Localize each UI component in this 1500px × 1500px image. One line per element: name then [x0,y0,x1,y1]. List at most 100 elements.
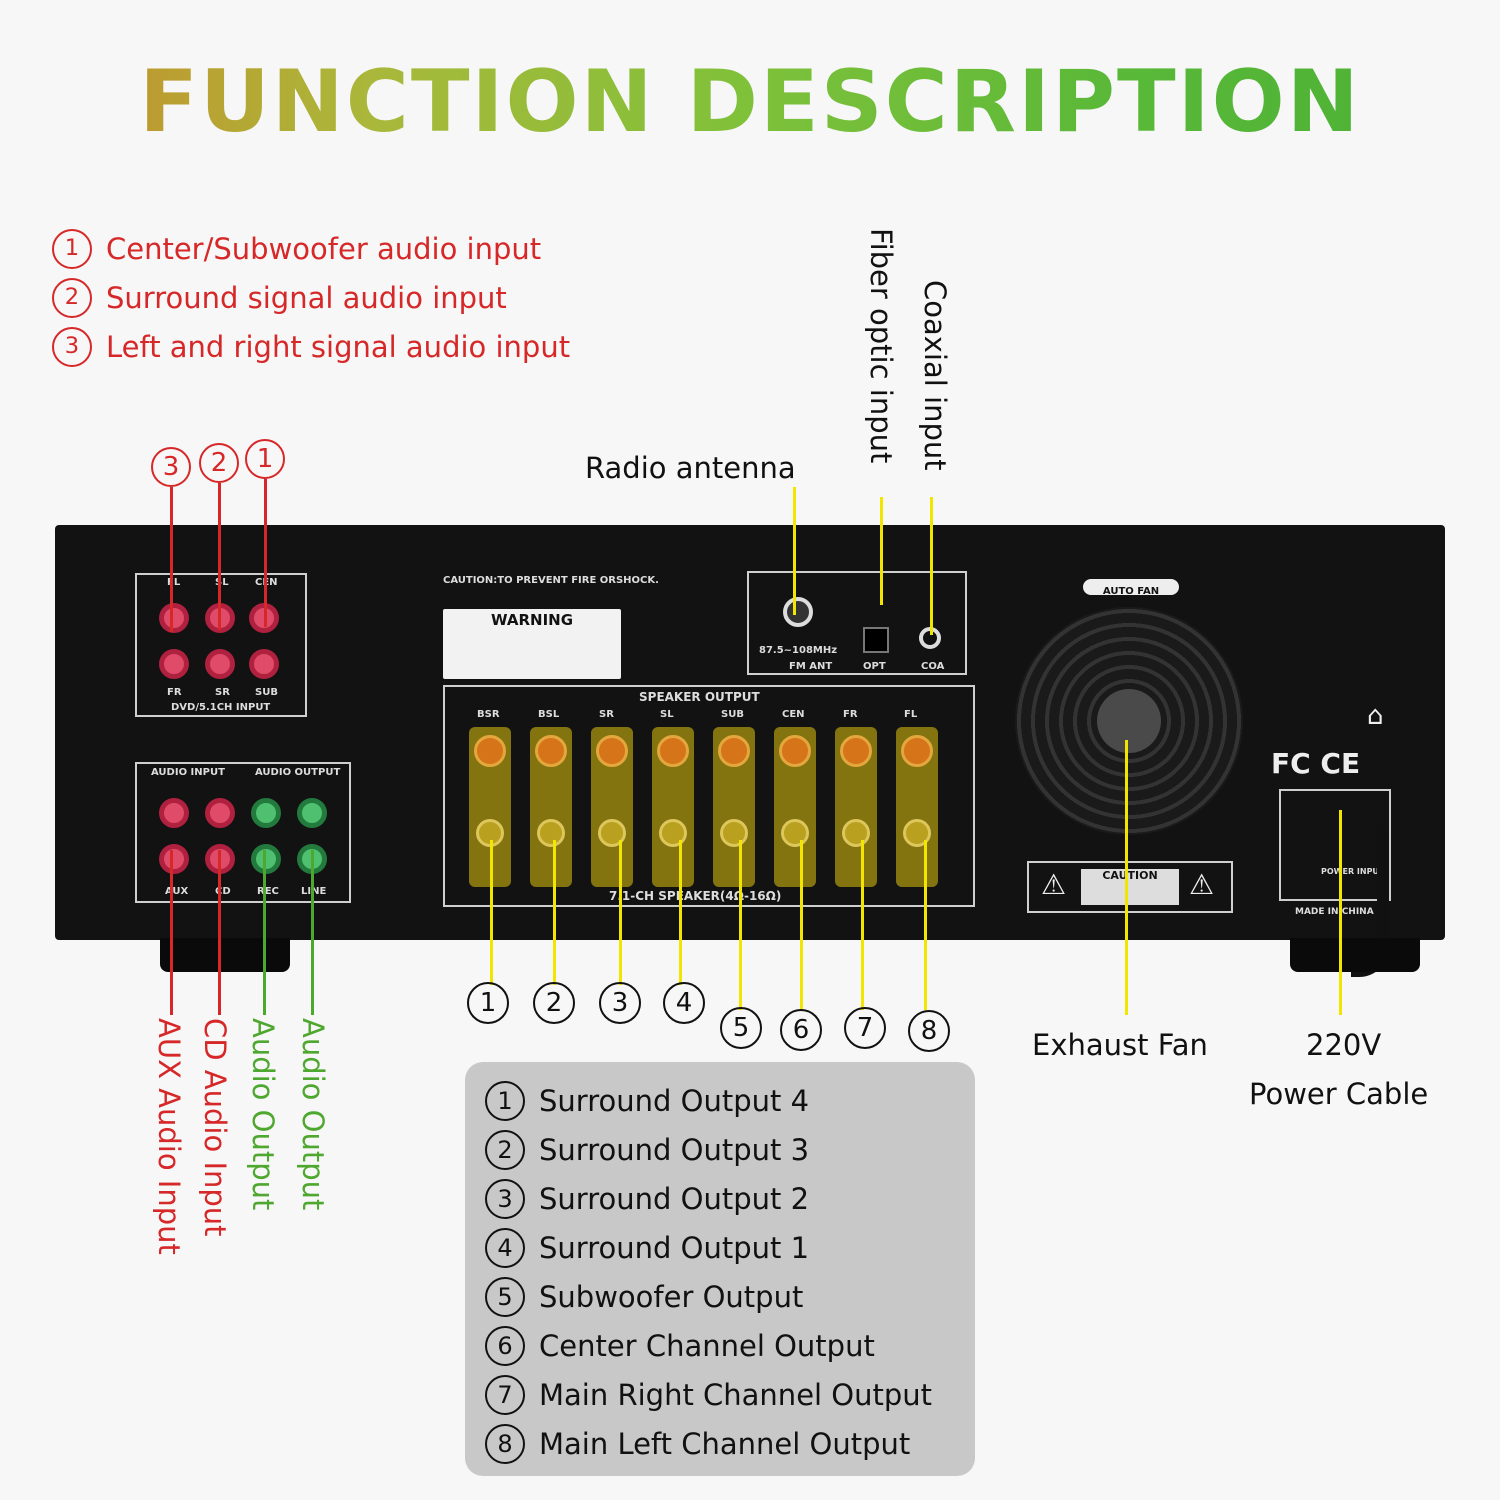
leader-line [880,497,883,605]
speaker-channel-label: CEN [782,709,805,720]
speaker-terminal-sr[interactable] [591,727,633,887]
number-badge: 2 [52,277,92,318]
audio-output-rec-label: Audio Output [246,1018,280,1211]
output-legend-label: Surround Output 2 [539,1181,810,1216]
speaker-spec-label: 7.1-CH SPEAKER(4Ω-16Ω) [609,889,782,903]
rca-jack-line-l[interactable] [297,798,327,828]
fan-hub [1097,689,1161,753]
cd-label: CD [215,886,231,897]
caution-label-text: CAUTION [1102,869,1158,882]
number-badge: 6 [485,1325,525,1366]
leader-line [490,840,493,985]
aux-label: AUX [165,886,189,897]
amplifier-rear-panel: FL SL CEN FR SR SUB DVD/5.1CH INPUT AUDI… [55,525,1445,977]
leader-line [619,840,622,985]
ch-sl-label: SL [215,577,229,588]
speaker-terminal-bsr[interactable] [469,727,511,887]
caution-text: CAUTION:TO PREVENT FIRE ORSHOCK. [443,575,659,586]
dvd-input-box: FL SL CEN FR SR SUB DVD/5.1CH INPUT [135,573,307,717]
number-badge: 4 [485,1227,525,1268]
number-badge: 3 [52,326,92,367]
leader-line [930,497,933,635]
number-badge: 8 [485,1423,525,1464]
number-badge: 2 [485,1129,525,1170]
auto-fan-text: AUTO FAN [1102,586,1160,597]
input-legend-item: 3 Left and right signal audio input [52,322,570,371]
input-legend-label: Left and right signal audio input [106,329,571,364]
speaker-terminal-sl[interactable] [652,727,694,887]
leader-line [264,479,267,627]
speaker-output-label: SPEAKER OUTPUT [639,690,760,704]
hazard-icon-right: ⚠ [1189,868,1215,901]
leader-line [553,840,556,985]
output-legend-label: Main Left Channel Output [539,1426,911,1461]
cd-input-label: CD Audio Input [198,1018,232,1237]
input-legend: 1 Center/Subwoofer audio input 2 Surroun… [52,224,570,371]
rca-jack-aux-r[interactable] [159,844,189,874]
radio-antenna-label: Radio antenna [585,451,796,485]
speaker-marker-5: 5 [720,1007,762,1049]
aux-input-label: AUX Audio Input [152,1018,186,1255]
ch-fr-label: FR [167,687,182,698]
rca-jack-sr[interactable] [205,649,235,679]
speaker-marker-1: 1 [467,982,509,1024]
leader-line [800,840,803,1010]
output-legend-label: Main Right Channel Output [539,1377,933,1412]
hazard-icon-left: ⚠ [1041,868,1067,901]
exhaust-fan-label: Exhaust Fan [1032,1028,1208,1062]
speaker-marker-6: 6 [780,1009,822,1051]
made-in-label: MADE IN CHINA [1295,907,1374,917]
leader-line [170,487,173,632]
fm-antenna-jack[interactable] [783,597,813,627]
number-badge: 1 [485,1080,525,1121]
speaker-terminal-bsl[interactable] [530,727,572,887]
leader-line [218,483,221,630]
output-legend-item: 5 Subwoofer Output [485,1272,932,1321]
rca-jack-aux-l[interactable] [159,798,189,828]
leader-line [924,840,927,1010]
coaxial-label: Coaxial input [918,280,952,471]
speaker-terminal-fl[interactable] [896,727,938,887]
leader-line [739,840,742,1010]
ch-fl-label: FL [167,577,181,588]
speaker-output-box: SPEAKER OUTPUT 7.1-CH SPEAKER(4Ω-16Ω) BS… [443,685,975,907]
freq-label: 87.5~108MHz [759,645,838,656]
speaker-terminal-cen[interactable] [774,727,816,887]
audio-io-box: AUDIO INPUT AUDIO OUTPUT AUX CD REC LINE [135,762,351,903]
speaker-terminal-sub[interactable] [713,727,755,887]
caution-box: CAUTION ⚠ ⚠ [1027,861,1233,913]
leader-line [1339,810,1342,1015]
rca-jack-fl[interactable] [159,603,189,633]
rca-jack-rec-l[interactable] [251,798,281,828]
leader-line [218,850,221,1015]
output-legend-item: 1 Surround Output 4 [485,1076,932,1125]
output-legend-label: Subwoofer Output [539,1279,804,1314]
leader-line [793,487,796,615]
leader-line [1125,740,1128,1015]
rca-jack-cd-l[interactable] [205,798,235,828]
output-legend-label: Surround Output 4 [539,1083,810,1118]
speaker-terminal-fr[interactable] [835,727,877,887]
rca-jack-fr[interactable] [159,649,189,679]
rca-jack-sub[interactable] [249,649,279,679]
speaker-channel-label: BSL [538,709,560,720]
leader-line [311,850,314,1015]
input-legend-item: 1 Center/Subwoofer audio input [52,224,570,273]
fm-ant-label: FM ANT [789,661,833,672]
speaker-marker-4: 4 [663,982,705,1024]
ch-sr-label: SR [215,687,230,698]
number-badge: 1 [52,228,92,269]
audio-output-label: AUDIO OUTPUT [255,767,341,778]
marker-1: 1 [245,439,285,479]
number-badge: 5 [485,1276,525,1317]
optical-jack[interactable] [863,627,889,653]
leader-line [263,850,266,1015]
leader-line [861,840,864,1010]
rca-jack-rec-r[interactable] [251,844,281,874]
speaker-channel-label: SUB [721,709,744,720]
